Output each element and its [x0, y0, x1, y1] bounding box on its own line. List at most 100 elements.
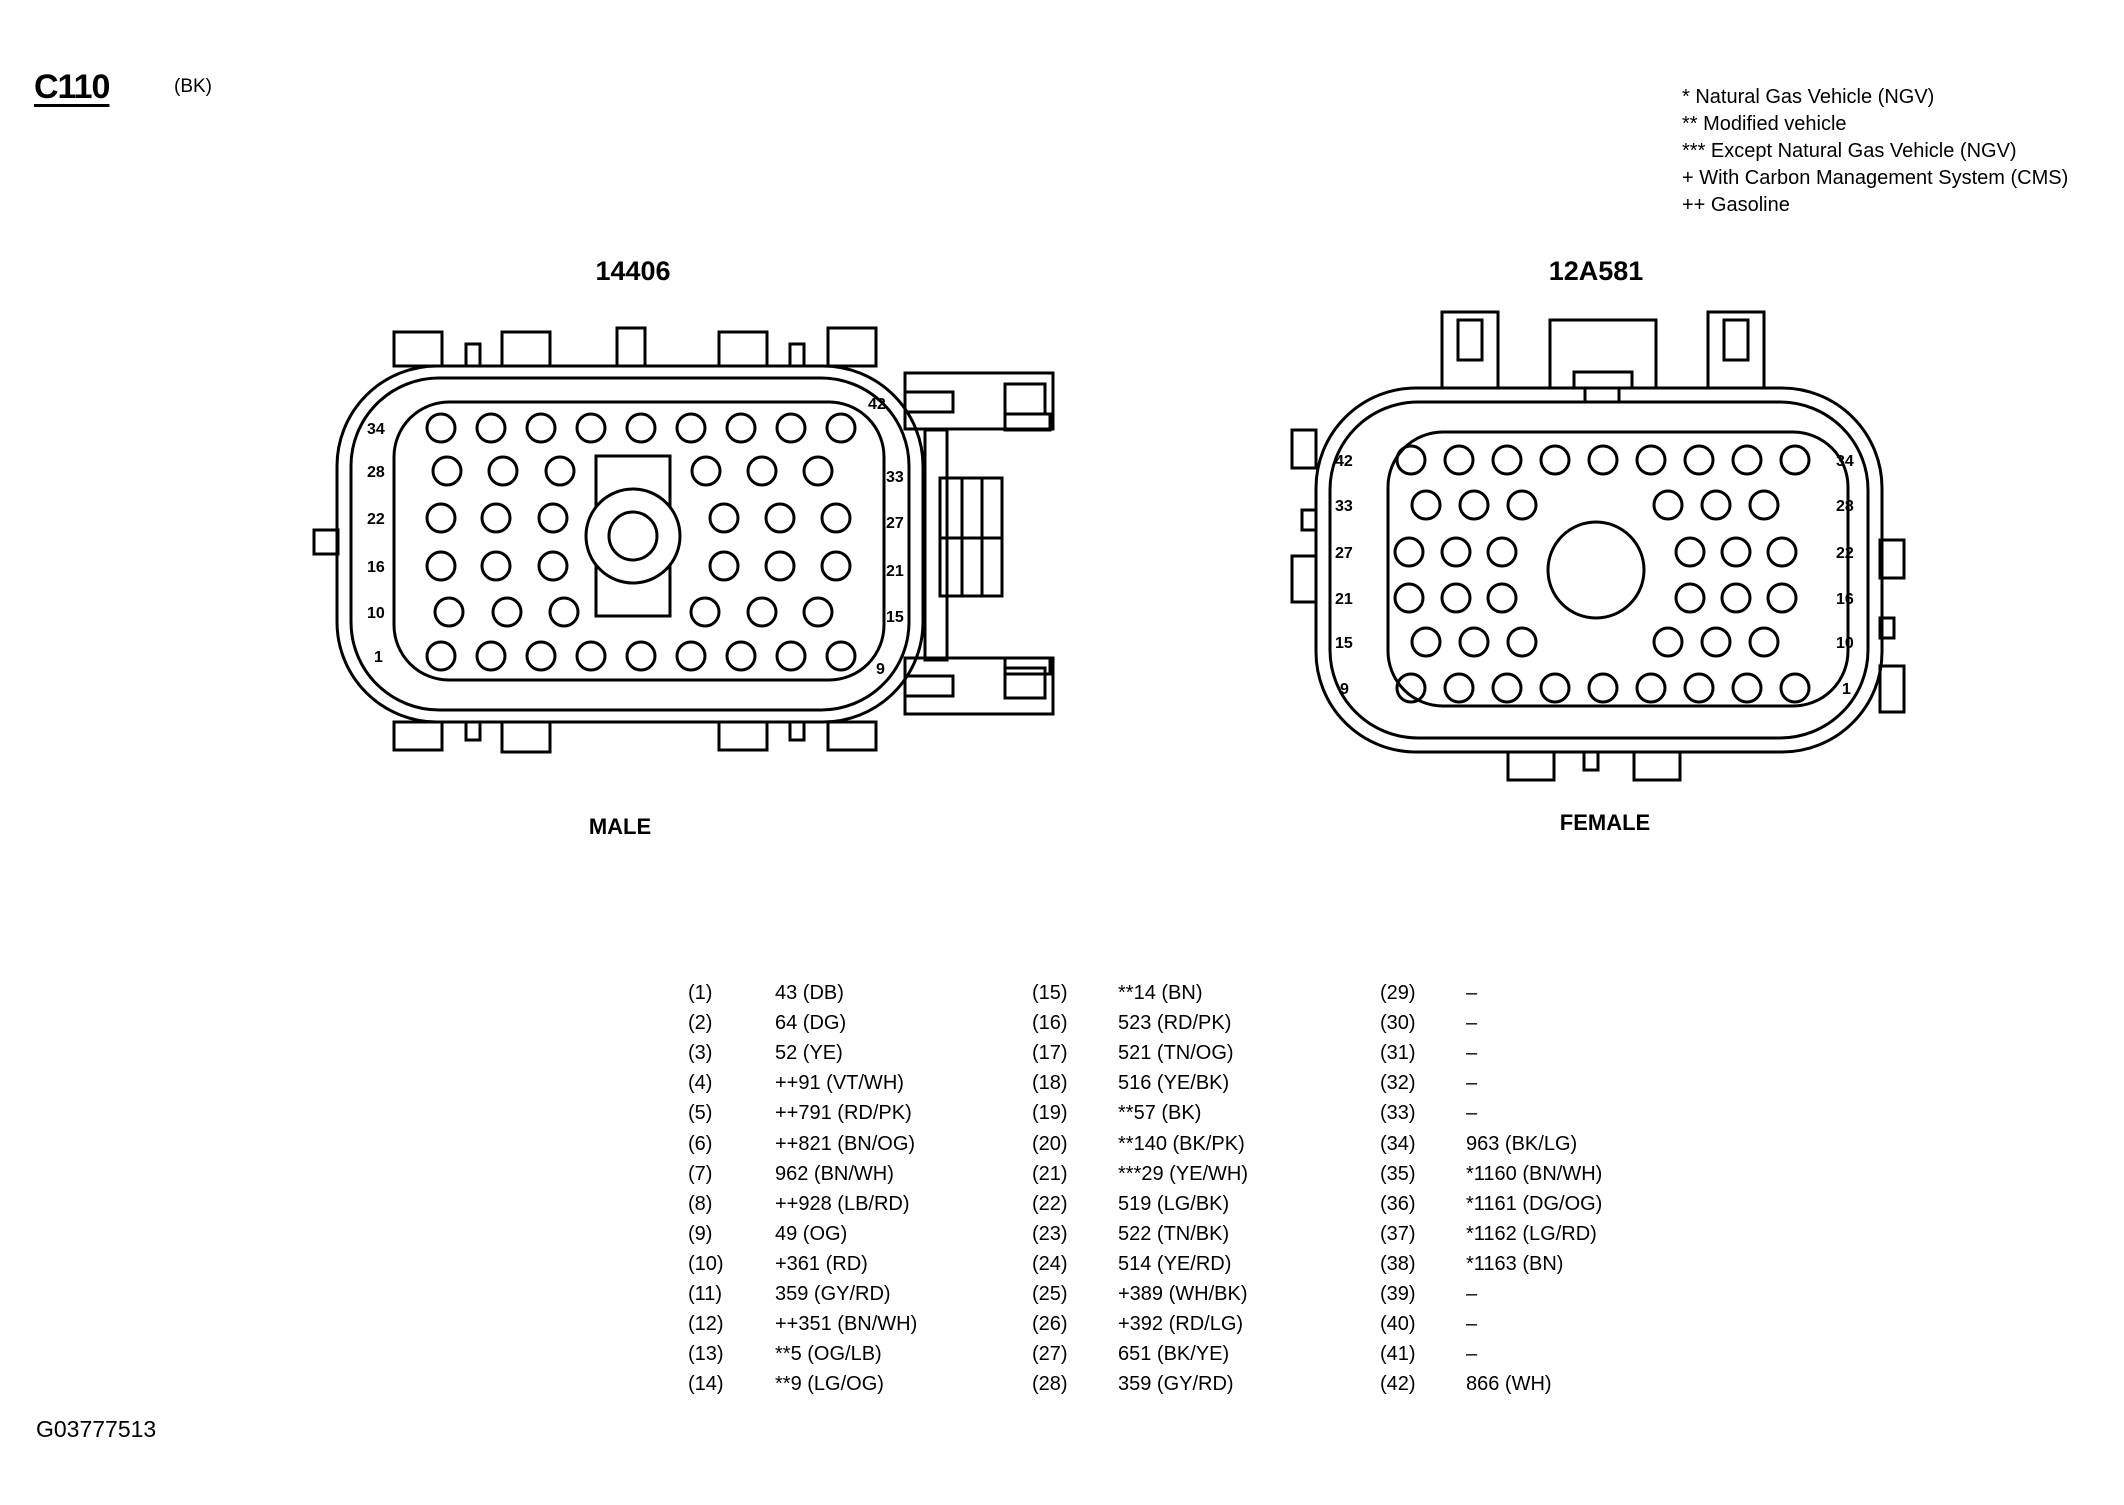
pin-number: (41) — [1380, 1343, 1416, 1365]
female-part-number: 12A581 — [1549, 256, 1644, 286]
male-cavity-label: 9 — [876, 661, 885, 678]
pin-circuit: 52 (YE) — [775, 1042, 843, 1064]
female-cavity-label: 22 — [1836, 545, 1854, 562]
male-part-number: 14406 — [595, 256, 670, 286]
pin-number: (18) — [1032, 1072, 1068, 1094]
connector-id: C110 — [34, 68, 110, 106]
pin-number: (7) — [688, 1163, 713, 1185]
pin-circuit: *1162 (LG/RD) — [1466, 1223, 1597, 1245]
female-cavity-label: 10 — [1836, 635, 1854, 652]
pin-number: (31) — [1380, 1042, 1416, 1064]
pin-number: (24) — [1032, 1253, 1068, 1275]
pin-circuit: ++351 (BN/WH) — [775, 1313, 918, 1335]
pin-circuit: – — [1466, 1102, 1478, 1124]
female-cavity-label: 21 — [1335, 591, 1353, 608]
pin-circuit: 64 (DG) — [775, 1012, 847, 1034]
pin-number: (28) — [1032, 1373, 1068, 1395]
pin-number: (12) — [688, 1313, 724, 1335]
female-cavity-label: 27 — [1335, 545, 1353, 562]
pin-circuit: 523 (RD/PK) — [1118, 1012, 1232, 1034]
pin-circuit: – — [1466, 1313, 1478, 1335]
pin-circuit: **14 (BN) — [1118, 982, 1203, 1004]
pin-number: (22) — [1032, 1193, 1068, 1215]
pin-number: (32) — [1380, 1072, 1416, 1094]
female-cavity-label: 34 — [1836, 453, 1854, 470]
pin-number: (9) — [688, 1223, 713, 1245]
male-cavity-label: 27 — [886, 515, 904, 532]
pin-circuit: **5 (OG/LB) — [775, 1343, 882, 1365]
pin-circuit: +392 (RD/LG) — [1118, 1313, 1244, 1335]
pin-circuit: 43 (DB) — [775, 982, 844, 1004]
pin-circuit: ++928 (LB/RD) — [775, 1193, 910, 1215]
legend: * Natural Gas Vehicle (NGV) ** Modified … — [1682, 84, 2068, 219]
pin-circuit: *1161 (DG/OG) — [1466, 1193, 1603, 1215]
pin-circuit: – — [1466, 1072, 1478, 1094]
pin-circuit: ++91 (VT/WH) — [775, 1072, 904, 1094]
pin-circuit: 516 (YE/BK) — [1118, 1072, 1230, 1094]
male-cavity-label: 34 — [367, 421, 385, 438]
female-cavity-label: 9 — [1340, 681, 1349, 698]
female-pins — [1393, 444, 1811, 704]
pin-number: (19) — [1032, 1102, 1068, 1124]
pin-number: (39) — [1380, 1283, 1416, 1305]
legend-item: + With Carbon Management System (CMS) — [1682, 167, 2069, 189]
pin-circuit: ++791 (RD/PK) — [775, 1102, 912, 1124]
pin-circuit: ++821 (BN/OG) — [775, 1133, 916, 1155]
legend-item: ** Modified vehicle — [1682, 113, 1847, 135]
male-cavity-label: 21 — [886, 563, 904, 580]
pin-number: (42) — [1380, 1373, 1416, 1395]
male-cavity-label: 33 — [886, 469, 904, 486]
female-cavity-label: 28 — [1836, 498, 1854, 515]
pin-circuit: – — [1466, 1283, 1478, 1305]
connector-color: (BK) — [174, 76, 212, 97]
pin-number: (15) — [1032, 982, 1068, 1004]
pin-circuit: – — [1466, 982, 1478, 1004]
legend-item: * Natural Gas Vehicle (NGV) — [1682, 86, 1935, 108]
pin-circuit: 963 (BK/LG) — [1466, 1133, 1578, 1155]
male-cavity-label: 10 — [367, 605, 385, 622]
male-gender-label: MALE — [589, 814, 651, 839]
pin-number: (1) — [688, 982, 713, 1004]
male-cavity-label: 42 — [868, 396, 886, 413]
pin-circuit: *1163 (BN) — [1466, 1253, 1564, 1275]
legend-item: ++ Gasoline — [1682, 194, 1790, 216]
pin-number: (37) — [1380, 1223, 1416, 1245]
pin-number: (3) — [688, 1042, 713, 1064]
pin-circuit: **57 (BK) — [1118, 1102, 1202, 1124]
female-cavity-label: 1 — [1842, 681, 1851, 698]
pin-number: (30) — [1380, 1012, 1416, 1034]
pin-circuit: ***29 (YE/WH) — [1118, 1163, 1249, 1185]
pin-circuit: +389 (WH/BK) — [1118, 1283, 1248, 1305]
pin-number: (11) — [688, 1283, 723, 1305]
pin-circuit: – — [1466, 1042, 1478, 1064]
female-gender-label: FEMALE — [1560, 810, 1650, 835]
male-cavity-label: 15 — [886, 609, 904, 626]
pin-number: (38) — [1380, 1253, 1416, 1275]
female-cavity-label: 33 — [1335, 498, 1353, 515]
pin-number: (8) — [688, 1193, 713, 1215]
male-cavity-label: 22 — [367, 511, 385, 528]
female-cavity-label: 42 — [1335, 453, 1353, 470]
pin-circuit: 521 (TN/OG) — [1118, 1042, 1234, 1064]
male-pins — [425, 412, 857, 672]
pin-circuit: – — [1466, 1343, 1478, 1365]
legend-item: *** Except Natural Gas Vehicle (NGV) — [1682, 140, 2017, 162]
pin-number: (13) — [688, 1343, 724, 1365]
male-cavity-label: 28 — [367, 464, 385, 481]
pin-number: (5) — [688, 1102, 713, 1124]
pin-circuit: 962 (BN/WH) — [775, 1163, 894, 1185]
pin-circuit: 651 (BK/YE) — [1118, 1343, 1230, 1365]
pin-circuit: *1160 (BN/WH) — [1466, 1163, 1603, 1185]
pin-circuit: **9 (LG/OG) — [775, 1373, 884, 1395]
male-cavity-label: 16 — [367, 559, 385, 576]
pin-circuit: **140 (BK/PK) — [1118, 1133, 1245, 1155]
pin-circuit: 866 (WH) — [1466, 1373, 1552, 1395]
pin-number: (33) — [1380, 1102, 1416, 1124]
pin-circuit: – — [1466, 1012, 1478, 1034]
pin-number: (27) — [1032, 1343, 1068, 1365]
pin-circuit: 522 (TN/BK) — [1118, 1223, 1230, 1245]
pin-number: (34) — [1380, 1133, 1416, 1155]
pin-number: (17) — [1032, 1042, 1068, 1064]
pin-circuit: 519 (LG/BK) — [1118, 1193, 1230, 1215]
